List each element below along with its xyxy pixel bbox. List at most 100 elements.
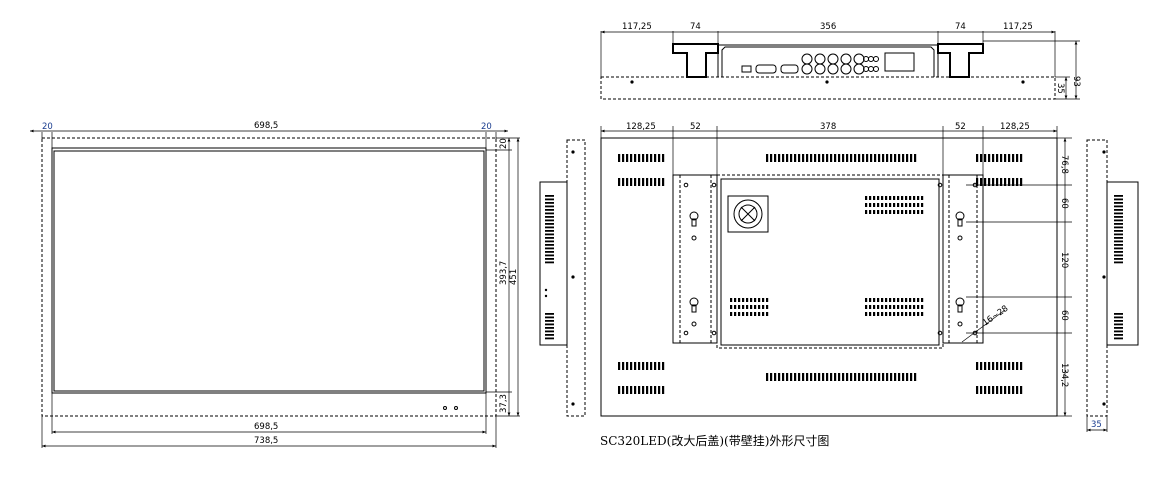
button-icon xyxy=(454,406,458,410)
vent-slot xyxy=(782,373,785,381)
av-connector xyxy=(827,53,839,65)
av-connector xyxy=(814,63,826,75)
vent-slot xyxy=(897,305,900,309)
vent-slot xyxy=(862,373,865,381)
vent-slot xyxy=(1114,202,1123,204)
vent-slot xyxy=(1004,178,1007,186)
vent-slot xyxy=(988,386,991,394)
vent-slot xyxy=(630,362,633,370)
vent-slot xyxy=(885,298,888,302)
vent-slot xyxy=(1114,330,1123,333)
vent-slot xyxy=(798,373,801,381)
vent-slot xyxy=(766,305,769,309)
vent-slot xyxy=(630,386,633,394)
vent-slot xyxy=(545,323,554,326)
vent-slot xyxy=(545,244,554,246)
vent-slot xyxy=(798,154,801,162)
vent-slot xyxy=(901,210,904,214)
vent-slot xyxy=(1000,362,1003,370)
vent-slot xyxy=(885,196,888,200)
vent-slot xyxy=(906,373,909,381)
vent-slot xyxy=(984,154,987,162)
vent-slot xyxy=(909,203,912,207)
vent-slot xyxy=(878,373,881,381)
vent-slot xyxy=(1012,178,1015,186)
vent-slot xyxy=(818,154,821,162)
screw-hole xyxy=(711,182,717,188)
vent-slot xyxy=(996,386,999,394)
vent-slot xyxy=(910,154,913,162)
dim-rear-seg1: 128,25 xyxy=(626,122,656,132)
dim-rear-seg5: 128,25 xyxy=(1000,122,1030,132)
vent-slot xyxy=(842,373,845,381)
vent-slot xyxy=(545,219,554,222)
vent-slot xyxy=(754,298,757,302)
dim-front-bezel-bottom: 37,3 xyxy=(499,394,509,413)
dim-rear-seg3: 378 xyxy=(820,122,836,132)
vent-slot xyxy=(738,305,741,309)
vent-slot xyxy=(742,305,745,309)
vent-slot xyxy=(646,386,649,394)
vent-slot xyxy=(881,298,884,302)
dim-rear-v4: 60 xyxy=(1059,310,1069,321)
vent-slot xyxy=(976,154,979,162)
vent-slot xyxy=(638,154,641,162)
vent-slot xyxy=(1008,362,1011,370)
vent-slot xyxy=(626,178,629,186)
vent-slot xyxy=(870,373,873,381)
vent-slot xyxy=(622,386,625,394)
vent-slot xyxy=(1008,154,1011,162)
vent-slot xyxy=(886,154,889,162)
vent-slot xyxy=(1114,195,1123,197)
vent-slot xyxy=(545,254,554,257)
screw-hole xyxy=(711,330,717,336)
vent-slot xyxy=(810,373,813,381)
vent-slot xyxy=(545,313,554,315)
vent-slot xyxy=(889,210,892,214)
vent-slot xyxy=(1114,261,1123,264)
vent-slot xyxy=(914,373,917,381)
vent-slot xyxy=(634,386,637,394)
vent-slot xyxy=(630,154,633,162)
vent-slot xyxy=(996,362,999,370)
vent-slot xyxy=(822,154,825,162)
vent-slot xyxy=(806,373,809,381)
vent-slot xyxy=(826,373,829,381)
top-view: 117,25 74 356 74 117,25 93 35 xyxy=(600,22,1081,100)
vent-slot xyxy=(893,196,896,200)
vent-slot xyxy=(1004,154,1007,162)
vent-slot xyxy=(865,305,868,309)
vent-slot xyxy=(988,178,991,186)
vent-slot xyxy=(1114,209,1123,211)
dim-front-width: 698,5 xyxy=(254,121,278,131)
screw-hole xyxy=(957,321,963,327)
vent-slot xyxy=(766,154,769,162)
vent-slot xyxy=(873,305,876,309)
vent-slot xyxy=(770,154,773,162)
vent-slot xyxy=(1012,386,1015,394)
vent-slot xyxy=(762,312,765,316)
vent-slot xyxy=(921,203,924,207)
vent-slot xyxy=(865,196,868,200)
vent-slot xyxy=(889,203,892,207)
vent-slot xyxy=(734,312,737,316)
vent-slot xyxy=(782,154,785,162)
vent-slot xyxy=(642,178,645,186)
vent-slot xyxy=(738,298,741,302)
vent-slot xyxy=(897,298,900,302)
vent-slot xyxy=(758,305,761,309)
vent-slot xyxy=(810,154,813,162)
vent-slot xyxy=(1020,178,1023,186)
vent-slot xyxy=(1016,386,1019,394)
vent-slot xyxy=(889,196,892,200)
vent-slot xyxy=(893,210,896,214)
vent-slot xyxy=(790,154,793,162)
vent-slot xyxy=(921,298,924,302)
vent-slot xyxy=(1114,205,1123,208)
screw-hole xyxy=(691,321,697,327)
keyhole-slot xyxy=(691,304,697,313)
vent-slot xyxy=(1000,386,1003,394)
vent-slot xyxy=(1114,327,1123,329)
vent-slot xyxy=(890,373,893,381)
vent-slot xyxy=(988,154,991,162)
